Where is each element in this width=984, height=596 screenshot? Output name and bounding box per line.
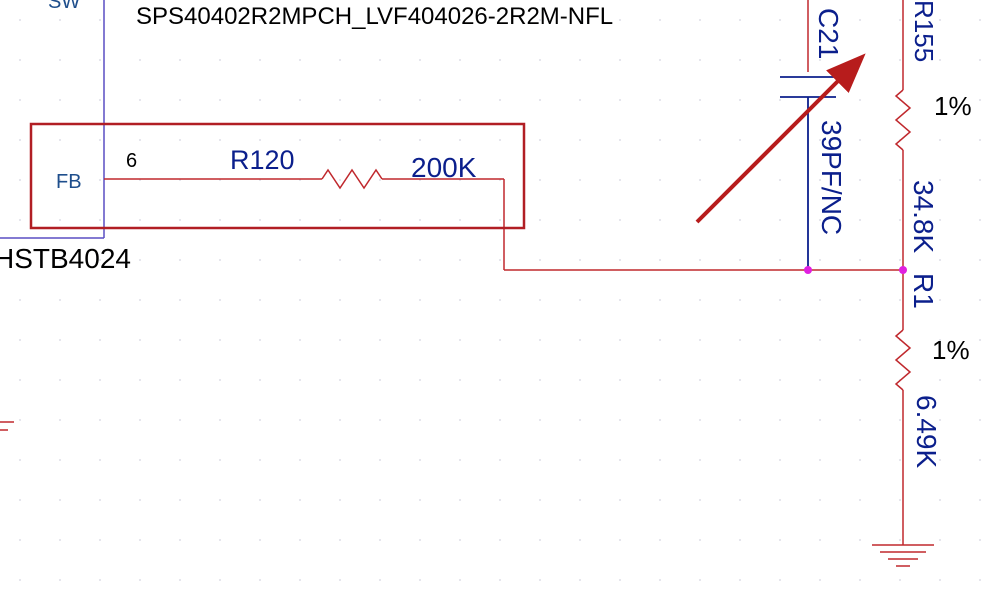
inductor-part-number: SPS40402R2MPCH_LVF404026-2R2M-NFL [136, 3, 614, 30]
c21-value: 39PF/NC [816, 120, 847, 236]
wire-net [104, 0, 912, 545]
r155-tolerance: 1% [934, 91, 972, 121]
highlight-box [29, 122, 526, 230]
pin-name-fb: FB [56, 171, 82, 193]
r155-ref: R155 [909, 0, 939, 63]
r1-ref: R1 [908, 273, 939, 309]
r1-value: 34.8K [908, 180, 939, 254]
r1-value2: 6.49K [911, 395, 942, 469]
annotation-arrow [695, 53, 866, 224]
r1-tolerance: 1% [932, 335, 970, 365]
r120-value: 200K [411, 152, 477, 183]
junction-dot [899, 266, 907, 274]
left-edge-stub [0, 421, 14, 431]
c21-ref: C21 [813, 8, 844, 60]
net-label-sw: SW [48, 0, 81, 13]
ic-part-number: HSTB4024 [0, 243, 131, 274]
junction-dot [804, 266, 812, 274]
ic-body-outline [0, 0, 105, 239]
pin-number-6: 6 [126, 150, 138, 172]
ground-symbol [872, 544, 934, 567]
r120-ref: R120 [230, 145, 295, 175]
